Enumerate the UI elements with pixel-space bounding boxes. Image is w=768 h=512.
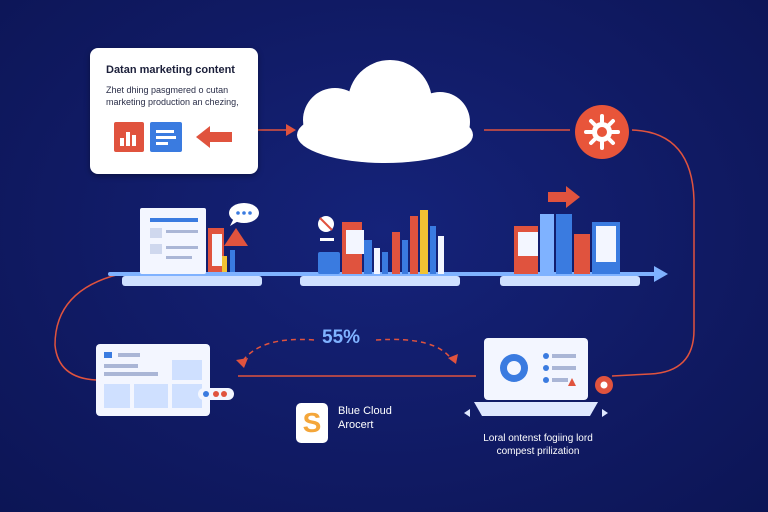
marketing-card-icons xyxy=(114,122,232,152)
arrowhead-dashed-right xyxy=(448,354,458,364)
caption-line-2: compest prilization xyxy=(496,446,580,457)
group-document xyxy=(140,203,259,274)
brand-logo: S xyxy=(296,403,328,443)
report-chart-icon xyxy=(114,122,144,152)
connectors xyxy=(54,129,695,381)
browser-window-icon xyxy=(96,344,234,416)
connector-gear-to-right-curve xyxy=(611,129,695,377)
brand-line-1: Blue Cloud xyxy=(338,405,392,417)
brand-logo-letter: S xyxy=(302,407,322,438)
connector-left-curve xyxy=(54,273,121,381)
arrow-left-icon xyxy=(196,126,232,148)
caption-line-1: Loral ontenst fogiing lord xyxy=(483,433,593,444)
connector-dashed-arc-right xyxy=(375,338,453,361)
marketing-card-title: Datan marketing content xyxy=(106,64,235,76)
group-report xyxy=(514,186,620,274)
brand-name: Blue Cloud Arocert xyxy=(338,404,392,432)
document-icon xyxy=(150,122,182,152)
arrow-up-icon xyxy=(224,228,248,246)
laptop-caption: Loral ontenst fogiing lord compest prili… xyxy=(468,432,608,458)
marketing-card: Datan marketing content Zhet dhing pasgm… xyxy=(90,48,258,174)
laptop-arrow-left xyxy=(464,409,470,417)
arrow-right-icon xyxy=(548,186,580,208)
connector-dashed-arc-left xyxy=(241,338,315,363)
marketing-card-body: Zhet dhing pasgmered o cutan marketing p… xyxy=(106,85,239,107)
laptop-arrow-right xyxy=(602,409,608,417)
bar-chart-icon xyxy=(318,210,444,274)
gear-icon xyxy=(575,105,629,159)
arrowhead-to-cloud xyxy=(286,124,296,136)
laptop-icon xyxy=(464,338,608,417)
arrowhead-dashed-left xyxy=(236,358,248,368)
cloud-icon xyxy=(297,60,473,163)
blocked-icon xyxy=(318,216,334,232)
timeline-arrowhead xyxy=(654,266,668,282)
progress-percent: 55% xyxy=(322,327,361,348)
small-gear-icon xyxy=(595,376,613,394)
brand-line-2: Arocert xyxy=(338,419,374,431)
chat-bubble-icon xyxy=(229,203,259,226)
